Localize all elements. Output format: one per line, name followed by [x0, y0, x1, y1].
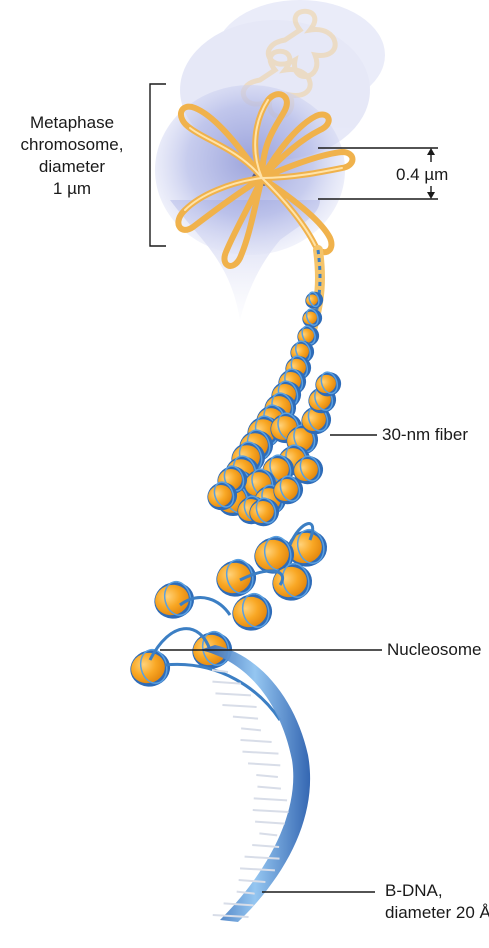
base-pair	[257, 787, 280, 789]
base-pair	[255, 822, 285, 824]
base-pair	[256, 775, 278, 777]
fiber-beads	[203, 289, 344, 530]
nucleosome-label: Nucleosome	[387, 639, 482, 661]
loop-width-label: 0.4 µm	[396, 164, 448, 186]
chromosome-label: Metaphase chromosome, diameter 1 µm	[8, 112, 136, 200]
chromosome-label-line-3: diameter	[8, 156, 136, 178]
base-pair	[233, 717, 258, 719]
base-pair	[253, 810, 289, 812]
base-pair	[215, 693, 250, 695]
arrow-down-icon	[427, 192, 435, 199]
base-pair	[241, 728, 261, 730]
nucleosome	[126, 646, 174, 691]
bdna-label-line-1: B-DNA,	[385, 880, 489, 902]
bdna-label: B-DNA, diameter 20 Å	[385, 880, 489, 924]
base-pair	[240, 740, 271, 742]
chromosome-label-line-2: chromosome,	[8, 134, 136, 156]
base-pair	[252, 845, 279, 847]
nucleosome-chain	[126, 526, 331, 691]
bdna-label-line-2: diameter 20 Å	[385, 902, 489, 924]
base-pair	[242, 752, 278, 754]
chromosome-label-line-4: 1 µm	[8, 178, 136, 200]
base-pair	[259, 833, 277, 835]
fiber-label: 30-nm fiber	[382, 424, 468, 446]
arrow-up-icon	[427, 148, 435, 155]
nucleosome	[228, 590, 276, 635]
base-pair	[248, 763, 280, 765]
base-pair	[222, 705, 256, 707]
base-pair	[212, 682, 240, 684]
chromosome-label-line-1: Metaphase	[8, 112, 136, 134]
base-pair	[254, 798, 287, 800]
